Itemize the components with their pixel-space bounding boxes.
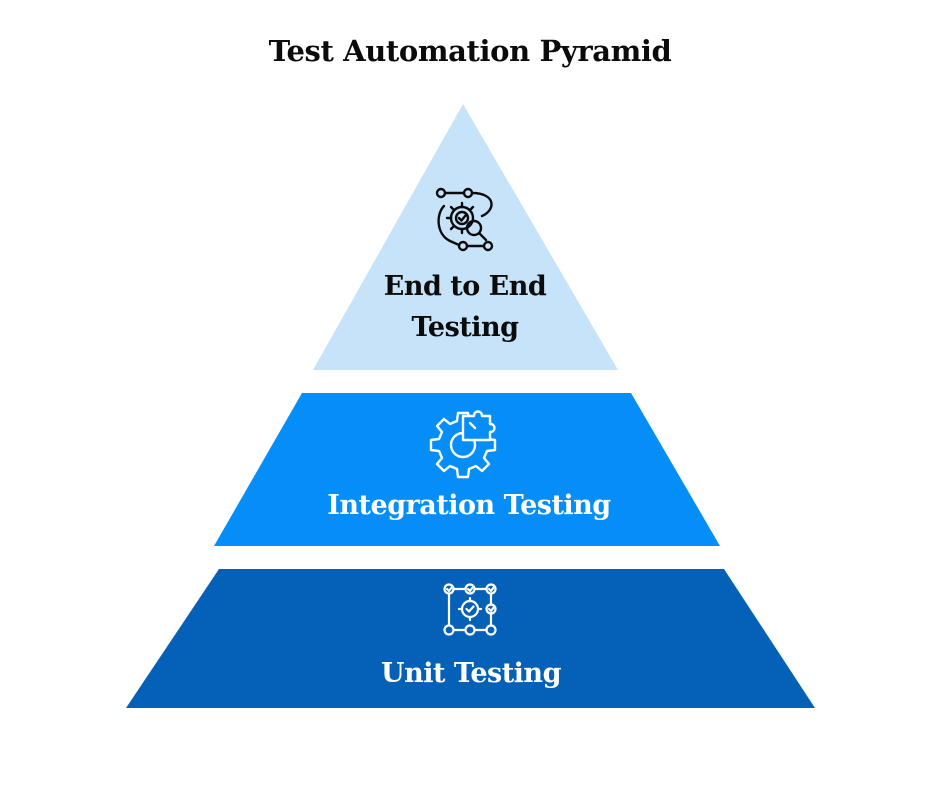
tier-integration: Integration Testing [214, 393, 720, 546]
tier-unit-shape [126, 569, 815, 708]
workflow-gear-search-icon [435, 187, 494, 252]
checklist-flow-gear-icon [443, 583, 497, 636]
diagram-title: Test Automation Pyramid [268, 34, 672, 68]
tier-end-to-end-shape [313, 104, 618, 370]
tier-integration-shape [214, 393, 720, 546]
tier-end-to-end: End to End Testing [313, 104, 618, 370]
tier-end-to-end-label-line2: Testing [411, 312, 519, 343]
tier-integration-label: Integration Testing [327, 490, 611, 521]
tier-unit: Unit Testing [126, 569, 815, 708]
gear-puzzle-icon [429, 410, 497, 479]
tier-unit-label: Unit Testing [381, 658, 562, 689]
tier-end-to-end-label-line1: End to End [384, 271, 547, 302]
